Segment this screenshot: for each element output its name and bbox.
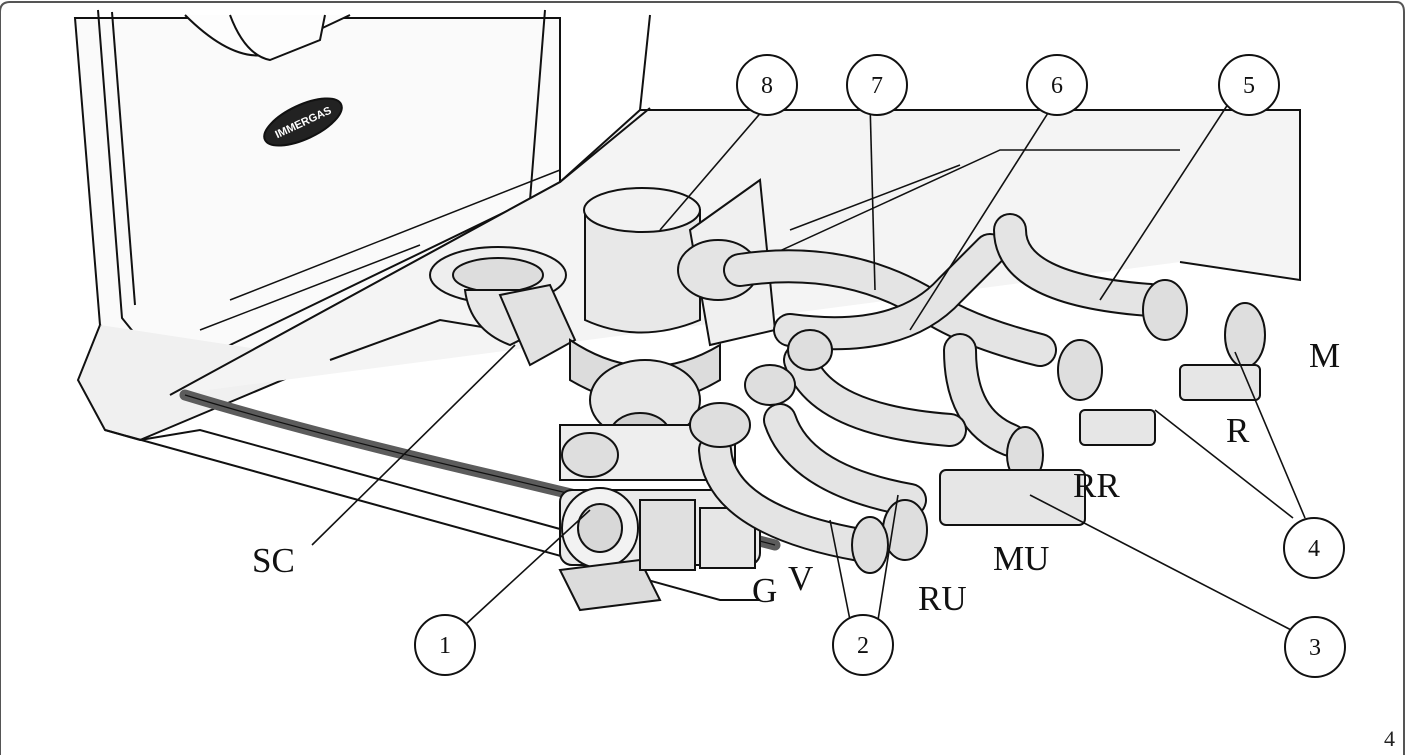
pipe-5 xyxy=(993,213,1167,317)
callout-7-number: 7 xyxy=(871,73,883,99)
label-ru: RU xyxy=(918,579,967,618)
label-mu: MU xyxy=(993,539,1049,578)
pipe-2-left xyxy=(698,433,877,562)
callout-4: 4 xyxy=(1283,517,1345,579)
label-rr: RR xyxy=(1073,466,1120,505)
front-panel xyxy=(184,14,351,62)
label-g: G xyxy=(752,571,777,610)
callout-8: 8 xyxy=(736,54,798,116)
callout-1-number: 1 xyxy=(439,633,451,659)
callout-6-number: 6 xyxy=(1051,73,1063,99)
callout-7: 7 xyxy=(846,54,908,116)
label-r: R xyxy=(1226,411,1250,450)
taps xyxy=(939,364,1261,526)
callout-3: 3 xyxy=(1284,616,1346,678)
callout-8-number: 8 xyxy=(761,73,773,99)
callout-5: 5 xyxy=(1218,54,1280,116)
label-sc: SC xyxy=(252,541,295,580)
callout-2-number: 2 xyxy=(857,633,869,659)
gas-valve xyxy=(558,487,761,612)
pipe-middle xyxy=(783,343,967,447)
pipe-fittings xyxy=(561,279,1266,574)
label-v: V xyxy=(788,559,813,598)
page-number: 4 xyxy=(1384,726,1395,751)
condensate-drain-connector xyxy=(429,246,577,367)
callout-1: 1 xyxy=(414,614,476,676)
pipe-rr xyxy=(943,333,1027,457)
callout-3-number: 3 xyxy=(1309,635,1321,661)
label-m: M xyxy=(1309,336,1340,375)
callout-5-number: 5 xyxy=(1243,73,1255,99)
leader-lines xyxy=(311,94,1306,633)
callout-2: 2 xyxy=(832,614,894,676)
pipe-2-right xyxy=(763,403,927,517)
callout-4-number: 4 xyxy=(1308,536,1320,562)
callout-6: 6 xyxy=(1026,54,1088,116)
pipe-6 xyxy=(773,233,1007,351)
